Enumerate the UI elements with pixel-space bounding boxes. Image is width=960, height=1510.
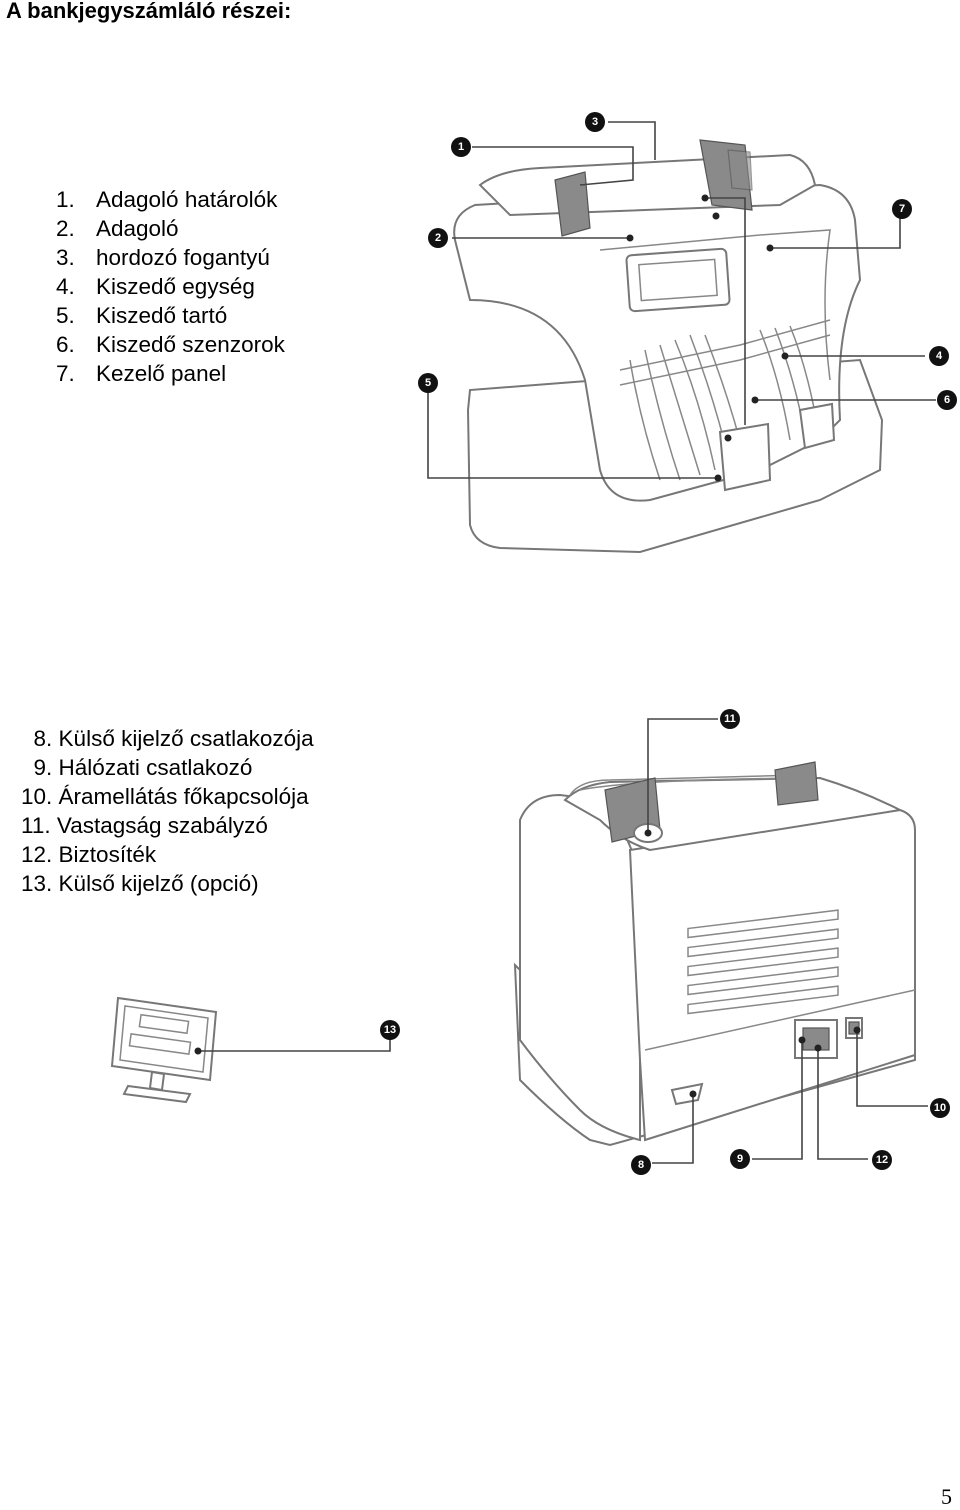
list-item: 4. Kiszedő egység bbox=[56, 272, 285, 301]
list-item: 11. Vastagság szabályzó bbox=[21, 811, 314, 840]
item-label: Adagoló határolók bbox=[96, 187, 278, 212]
machine-front-body bbox=[453, 139, 884, 554]
list-item: 6. Kiszedő szenzorok bbox=[56, 330, 285, 359]
item-number: 5. bbox=[56, 303, 75, 328]
callout-11: 11 bbox=[720, 709, 740, 729]
page-heading: A bankjegyszámláló részei: bbox=[6, 0, 292, 23]
item-number: 1. bbox=[56, 187, 75, 212]
list-item: 13. Külső kijelző (opció) bbox=[21, 869, 314, 898]
item-number: 10. bbox=[21, 784, 53, 809]
front-leader-lines bbox=[427, 121, 936, 482]
item-label: Kiszedő egység bbox=[96, 274, 255, 299]
callout-1: 1 bbox=[451, 137, 471, 157]
item-number: 9. bbox=[33, 755, 53, 780]
callout-12: 12 bbox=[872, 1150, 892, 1170]
external-display-illustration: 13 bbox=[110, 996, 400, 1104]
list-item: 8. Külső kijelző csatlakozója bbox=[21, 724, 314, 753]
item-number: 13. bbox=[21, 871, 53, 896]
item-number: 3. bbox=[56, 245, 75, 270]
svg-text:6: 6 bbox=[944, 394, 950, 406]
callout-3: 3 bbox=[585, 112, 605, 132]
item-label: Vastagság szabályzó bbox=[56, 813, 268, 838]
callout-6: 6 bbox=[937, 390, 957, 410]
rear-leader-lines bbox=[644, 718, 928, 1164]
item-number: 4. bbox=[56, 274, 75, 299]
item-number: 11. bbox=[21, 813, 51, 838]
item-label: Áramellátás főkapcsolója bbox=[58, 784, 309, 809]
svg-text:5: 5 bbox=[425, 377, 431, 389]
svg-text:1: 1 bbox=[458, 141, 464, 153]
svg-text:11: 11 bbox=[724, 713, 736, 725]
svg-text:8: 8 bbox=[638, 1159, 644, 1171]
callout-2: 2 bbox=[428, 228, 448, 248]
machine-rear-body bbox=[513, 761, 916, 1147]
item-number: 7. bbox=[56, 361, 75, 386]
item-label: Adagoló bbox=[96, 216, 179, 241]
callout-13: 13 bbox=[380, 1020, 400, 1040]
svg-text:3: 3 bbox=[592, 116, 598, 128]
svg-text:13: 13 bbox=[384, 1024, 396, 1036]
external-display bbox=[110, 996, 218, 1104]
svg-text:12: 12 bbox=[876, 1154, 888, 1166]
page-number: 5 bbox=[941, 1484, 952, 1509]
callout-9: 9 bbox=[730, 1149, 750, 1169]
item-label: Külső kijelző csatlakozója bbox=[58, 726, 314, 751]
callout-7: 7 bbox=[892, 199, 912, 219]
list-item: 3. hordozó fogantyú bbox=[56, 243, 285, 272]
item-number: 2. bbox=[56, 216, 75, 241]
item-number: 8. bbox=[33, 726, 53, 751]
item-label: Külső kijelző (opció) bbox=[58, 871, 259, 896]
list-item: 12. Biztosíték bbox=[21, 840, 314, 869]
rear-view-illustration: 11 8 9 12 10 bbox=[513, 709, 950, 1175]
callout-4: 4 bbox=[929, 346, 949, 366]
svg-text:7: 7 bbox=[899, 203, 905, 215]
list-item: 1. Adagoló határolók bbox=[56, 185, 285, 214]
item-label: hordozó fogantyú bbox=[96, 245, 270, 270]
item-number: 6. bbox=[56, 332, 75, 357]
item-number: 12. bbox=[21, 842, 53, 867]
callout-5: 5 bbox=[418, 373, 438, 393]
item-label: Kiszedő tartó bbox=[96, 303, 228, 328]
item-label: Kiszedő szenzorok bbox=[96, 332, 285, 357]
svg-text:9: 9 bbox=[737, 1153, 743, 1165]
svg-text:10: 10 bbox=[934, 1102, 946, 1114]
list-item: 9. Hálózati csatlakozó bbox=[21, 753, 314, 782]
list-item: 2. Adagoló bbox=[56, 214, 285, 243]
list-item: 10. Áramellátás főkapcsolója bbox=[21, 782, 314, 811]
callout-8: 8 bbox=[631, 1155, 651, 1175]
list-item: 5. Kiszedő tartó bbox=[56, 301, 285, 330]
svg-text:4: 4 bbox=[936, 350, 943, 362]
front-parts-list: 1. Adagoló határolók 2. Adagoló 3. hordozó … bbox=[56, 185, 285, 388]
callout-10: 10 bbox=[930, 1098, 950, 1118]
list-item: 7. Kezelő panel bbox=[56, 359, 285, 388]
item-label: Hálózati csatlakozó bbox=[58, 755, 253, 780]
rear-parts-list: 8. Külső kijelző csatlakozója 9. Hálózat… bbox=[21, 724, 314, 898]
item-label: Biztosíték bbox=[58, 842, 157, 867]
svg-text:2: 2 bbox=[435, 232, 441, 244]
front-view-illustration: 1 2 3 4 5 6 7 bbox=[418, 112, 957, 554]
item-label: Kezelő panel bbox=[96, 361, 227, 386]
